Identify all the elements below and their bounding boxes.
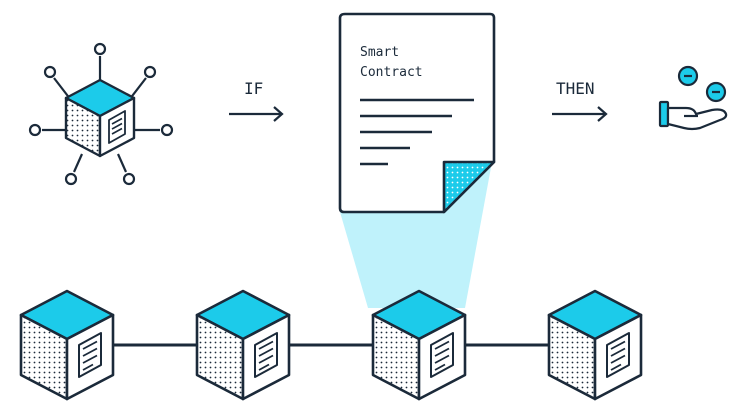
block-cube-icon <box>547 289 643 401</box>
then-arrow-icon <box>552 106 608 122</box>
block-cube-icon <box>371 289 467 401</box>
chain-block-1 <box>19 289 115 401</box>
if-label: IF <box>244 79 263 98</box>
if-arrow-icon <box>229 106 284 122</box>
contract-title-line2: Contract <box>360 65 423 80</box>
contract-title-line1: Smart <box>360 45 399 60</box>
block-cube-icon <box>195 289 291 401</box>
then-label: THEN <box>556 79 595 98</box>
document-icon <box>338 12 496 214</box>
oracle-cube-icon <box>28 42 174 186</box>
hand-coins-icon <box>658 65 728 131</box>
chain-block-4 <box>547 289 643 401</box>
chain-block-2 <box>195 289 291 401</box>
block-cube-icon <box>19 289 115 401</box>
chain-block-3 <box>371 289 467 401</box>
